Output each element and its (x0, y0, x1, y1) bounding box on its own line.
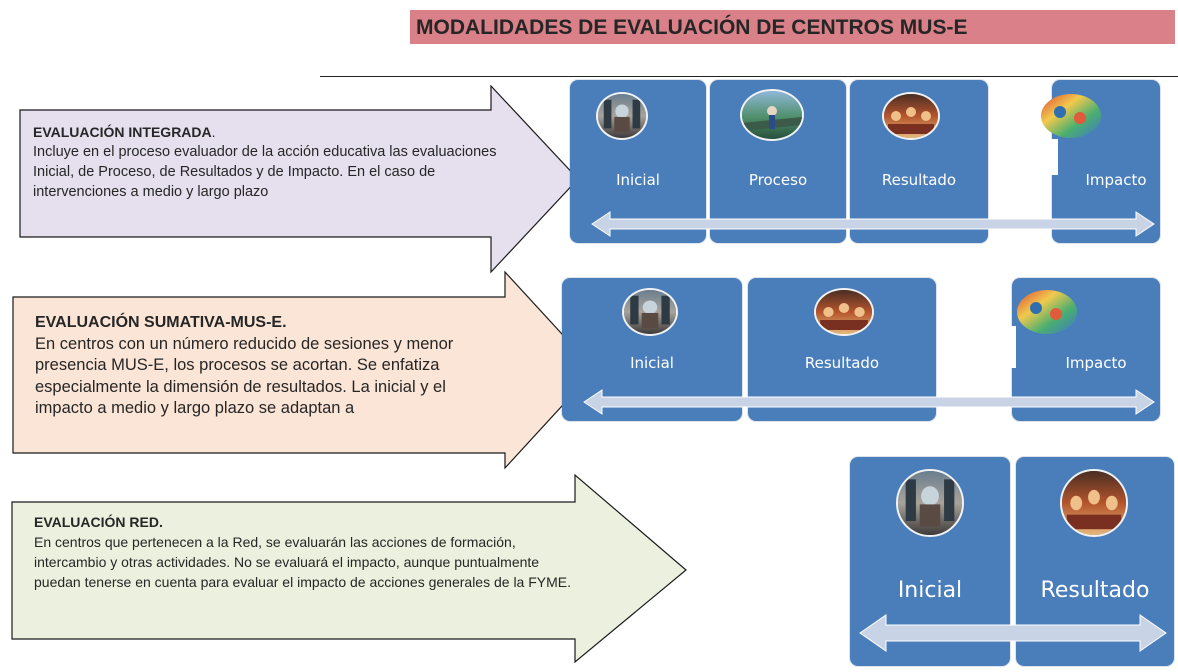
divider-line (320, 76, 1178, 77)
heading-suffix: . (211, 124, 216, 140)
painted-hands-photo-icon (1016, 284, 1078, 336)
classroom-photo-icon (622, 288, 678, 336)
group-photo-icon (814, 288, 874, 336)
painted-hands-photo-icon (1040, 88, 1102, 140)
label-impacto-2: Impacto (1065, 354, 1127, 372)
arrow-text-sumativa: EVALUACIÓN SUMATIVA-MUS-E. En centros co… (35, 312, 505, 454)
label-inicial-2: Inicial (630, 354, 674, 372)
label-resultado-3: Resultado (1040, 578, 1150, 603)
arrow-shape (19, 85, 579, 274)
panel-inicial: Inicial (570, 80, 706, 243)
bridge-photo-icon (740, 89, 804, 141)
text-red: En centros que pertenecen a la Red, se e… (34, 534, 572, 590)
text-integrada: Incluye en el proceso evaluador de la ac… (33, 144, 497, 200)
classroom-photo-icon (596, 92, 648, 140)
group-photo-icon (882, 92, 940, 140)
arrow-integrada: EVALUACIÓN INTEGRADA. Incluye en el proc… (0, 85, 582, 275)
heading-sumativa: EVALUACIÓN SUMATIVA-MUS-E. (35, 314, 287, 331)
label-resultado-2: Resultado (804, 354, 880, 372)
arrow-red: EVALUACIÓN RED. En centros que pertenece… (0, 472, 690, 664)
label-inicial: Inicial (616, 171, 660, 189)
panel-resultado: Resultado (850, 80, 988, 243)
label-impacto: Impacto (1085, 171, 1147, 189)
left-arrow-1 (998, 127, 1058, 187)
arrow-text-integrada: EVALUACIÓN INTEGRADA. Incluye en el proc… (33, 122, 503, 234)
panel-proceso: Proceso (710, 80, 846, 243)
double-arrow-3 (859, 614, 1167, 652)
left-arrow-2 (944, 310, 1016, 384)
label-inicial-3: Inicial (897, 578, 963, 603)
arrow-text-red: EVALUACIÓN RED. En centros que pertenece… (34, 512, 579, 634)
heading-integrada: EVALUACIÓN INTEGRADA (33, 124, 212, 140)
label-proceso: Proceso (748, 171, 808, 189)
panel-impacto: Impacto (1041, 80, 1160, 243)
classroom-photo-icon (896, 469, 964, 537)
heading-red: EVALUACIÓN RED. (34, 514, 163, 530)
title-bar: MODALIDADES DE EVALUACIÓN DE CENTROS MUS… (410, 10, 1175, 44)
arrow-shape (12, 270, 596, 470)
group-photo-icon (1060, 469, 1128, 537)
label-resultado: Resultado (881, 171, 957, 189)
arrow-sumativa: EVALUACIÓN SUMATIVA-MUS-E. En centros co… (0, 270, 598, 470)
arrow-shape (11, 473, 687, 664)
text-sumativa: En centros con un número reducido de ses… (35, 334, 454, 418)
double-arrow-2 (583, 389, 1155, 415)
double-arrow-1 (591, 211, 1155, 237)
page-title: MODALIDADES DE EVALUACIÓN DE CENTROS MUS… (416, 16, 968, 39)
